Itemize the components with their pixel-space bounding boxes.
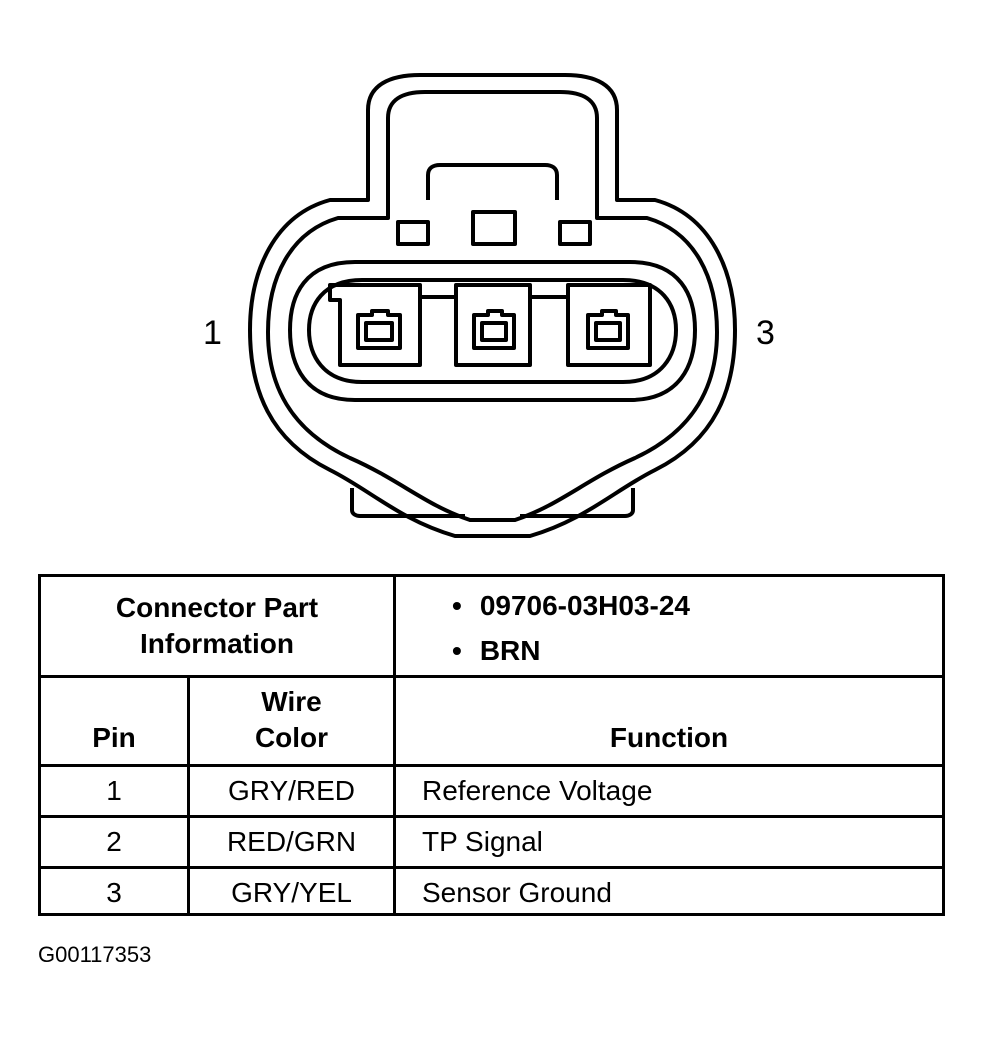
pin-socket-2 <box>472 309 516 350</box>
terminal-housing-1 <box>328 283 422 367</box>
row-function: Sensor Ground <box>393 869 942 916</box>
pin-socket-3 <box>586 309 630 350</box>
table-row: 2 RED/GRN TP Signal <box>41 818 942 869</box>
row-function: Reference Voltage <box>393 767 942 815</box>
row-function: TP Signal <box>393 818 942 866</box>
connector-face-diagram <box>248 73 737 538</box>
pin-3-label: 3 <box>756 314 775 352</box>
part-info-row: Connector Part Information •09706-03H03-… <box>41 577 942 678</box>
part-number-item: •09706-03H03-24 <box>452 589 690 621</box>
pinout-table: Connector Part Information •09706-03H03-… <box>38 574 945 916</box>
function-header: Function <box>393 678 942 764</box>
wire-color-header: Wire Color <box>187 678 393 764</box>
connector-inner-shell <box>266 90 719 522</box>
row-pin: 1 <box>106 775 122 806</box>
pin-header-text: Pin <box>92 722 136 753</box>
key-left <box>396 220 430 246</box>
key-right <box>558 220 592 246</box>
terminal-housing-2 <box>454 283 532 367</box>
part-info-label-text: Connector Part Information <box>115 592 319 659</box>
connector-outer-shell <box>248 73 737 538</box>
key-center <box>471 210 517 246</box>
cavity-outer <box>288 260 697 402</box>
row-pin: 3 <box>106 876 122 908</box>
row-wire-color: RED/GRN <box>187 818 393 866</box>
pin-1-label: 1 <box>203 314 222 352</box>
connector-skirt <box>350 488 465 518</box>
part-info-values: •09706-03H03-24 •BRN <box>393 577 942 675</box>
table-row: 1 GRY/RED Reference Voltage <box>41 767 942 818</box>
function-header-text: Function <box>609 722 729 753</box>
part-number: 09706-03H03-24 <box>479 589 690 621</box>
part-info-label: Connector Part Information <box>41 577 393 675</box>
cavity-inner <box>307 278 678 384</box>
wire-color-header-text: Wire Color <box>254 686 329 753</box>
terminal-housing-3 <box>566 283 652 367</box>
connector-color-item: •BRN <box>452 634 541 666</box>
row-wire-color: GRY/YEL <box>187 869 393 916</box>
pin-header: Pin <box>41 678 187 764</box>
locking-tab <box>426 163 559 200</box>
figure-id: G00117353 <box>38 942 152 967</box>
row-wire-color: GRY/RED <box>187 767 393 815</box>
pin-socket-1 <box>356 309 402 350</box>
connector-color: BRN <box>479 634 541 666</box>
row-pin: 2 <box>106 826 122 857</box>
table-row: 3 GRY/YEL Sensor Ground <box>41 869 942 916</box>
table-header-row: Pin Wire Color Function <box>41 678 942 767</box>
